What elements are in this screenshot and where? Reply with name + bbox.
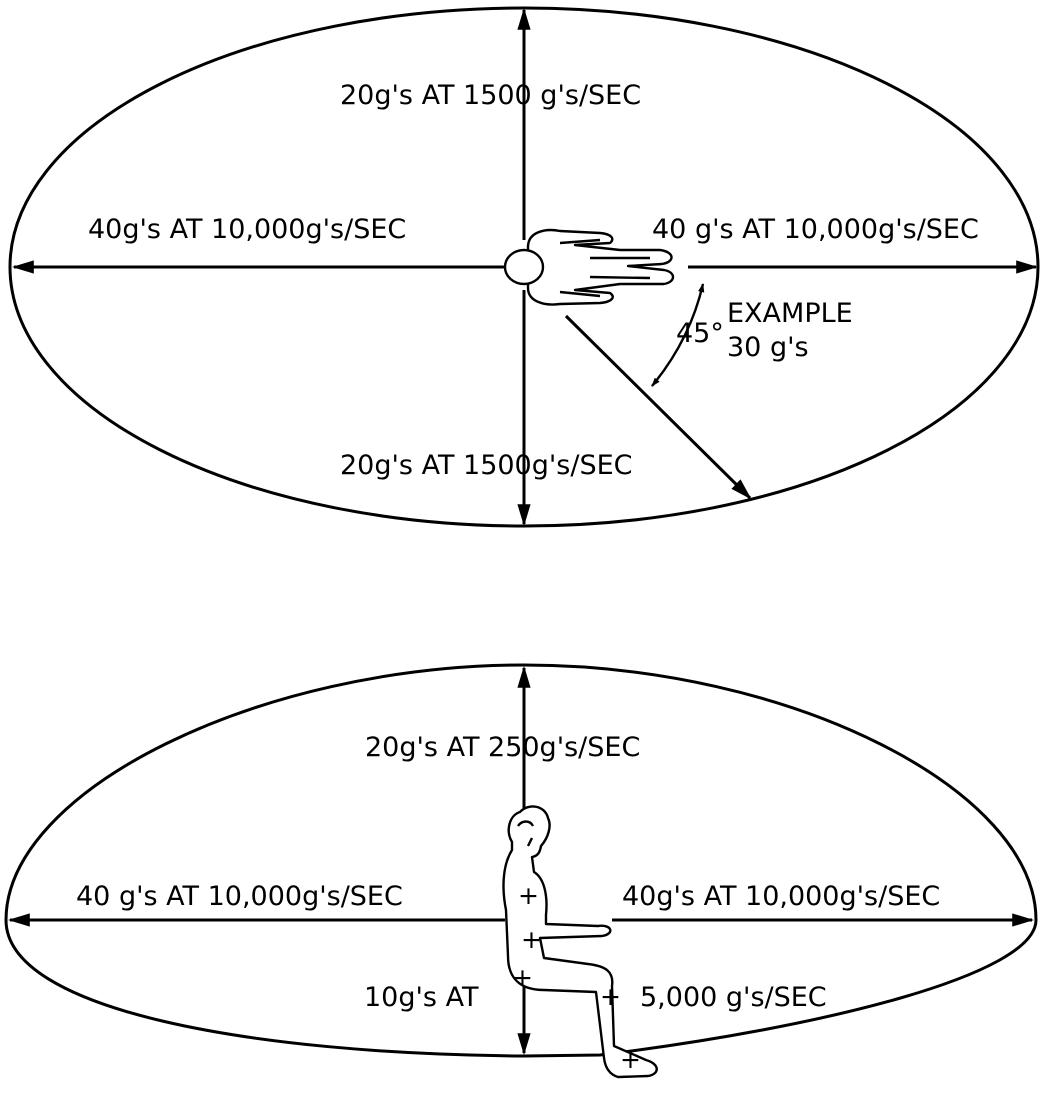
top-angle-label: 45° xyxy=(676,318,724,349)
svg-text:+: + xyxy=(518,881,539,910)
top-down-label: 20g's AT 1500g's/SEC xyxy=(340,450,633,481)
supine-figure xyxy=(505,230,673,304)
bottom-up-label: 20g's AT 250g's/SEC xyxy=(365,732,640,763)
top-left-label: 40g's AT 10,000g's/SEC xyxy=(88,214,406,245)
bottom-down-left-label: 10g's AT xyxy=(364,982,479,1013)
seated-figure: + + + + + xyxy=(504,806,657,1077)
top-example-value: 30 g's xyxy=(727,332,809,363)
top-right-label: 40 g's AT 10,000g's/SEC xyxy=(652,214,979,245)
bottom-right-label: 40g's AT 10,000g's/SEC xyxy=(622,881,940,912)
top-up-label: 20g's AT 1500 g's/SEC xyxy=(340,80,641,111)
bottom-diagram: + + + + + 20g's AT 250g's/SEC 40 g's AT … xyxy=(6,665,1036,1077)
bottom-left-label: 40 g's AT 10,000g's/SEC xyxy=(76,881,403,912)
top-example-title: EXAMPLE xyxy=(727,298,853,329)
bottom-down-right-label: 5,000 g's/SEC xyxy=(640,982,827,1013)
svg-text:+: + xyxy=(512,963,533,992)
svg-text:+: + xyxy=(600,982,621,1011)
svg-text:+: + xyxy=(521,925,542,954)
svg-text:+: + xyxy=(620,1045,641,1074)
top-diagram: 20g's AT 1500 g's/SEC 40g's AT 10,000g's… xyxy=(10,8,1038,526)
